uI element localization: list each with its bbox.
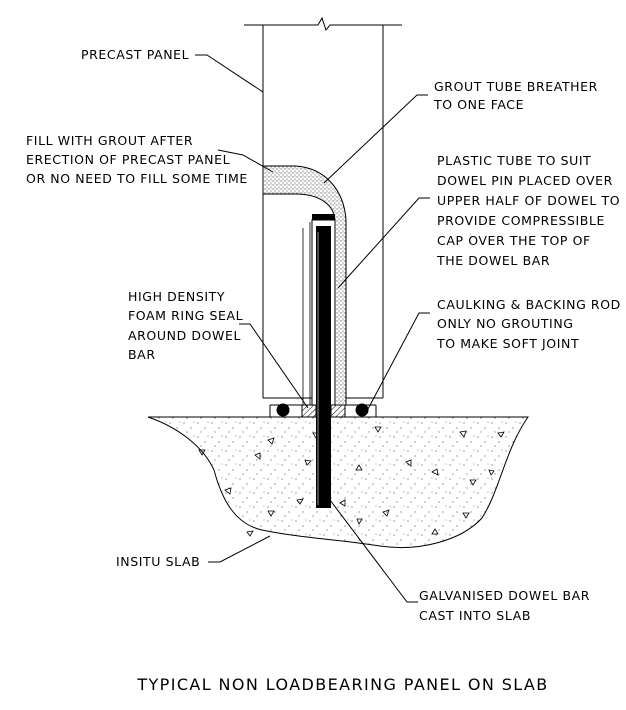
label-precast-panel: PRECAST PANEL (81, 47, 189, 62)
dowel-bar (316, 226, 331, 508)
foam-ring-seal-left (301, 404, 317, 418)
label-fill-with-grout: FILL WITH GROUT AFTER ERECTION OF PRECAS… (26, 133, 248, 186)
leader-lines (195, 54, 430, 603)
backing-rod-right (355, 403, 369, 417)
label-insitu-slab: INSITU SLAB (116, 554, 200, 569)
label-grout-tube-breather: GROUT TUBE BREATHER TO ONE FACE (433, 79, 603, 112)
label-caulking: CAULKING & BACKING ROD ONLY NO GROUTING … (436, 297, 625, 351)
insitu-slab (147, 416, 529, 549)
drawing-title: TYPICAL NON LOADBEARING PANEL ON SLAB (136, 675, 548, 694)
label-foam-ring-seal: HIGH DENSITY FOAM RING SEAL AROUND DOWEL… (128, 289, 248, 362)
label-plastic-tube: PLASTIC TUBE TO SUIT DOWEL PIN PLACED OV… (436, 153, 625, 268)
foam-ring-seal-right (330, 404, 346, 418)
aggregate-marks (198, 426, 505, 537)
backing-rod-left (276, 403, 290, 417)
label-dowel-bar: GALVANISED DOWEL BAR CAST INTO SLAB (419, 588, 595, 623)
